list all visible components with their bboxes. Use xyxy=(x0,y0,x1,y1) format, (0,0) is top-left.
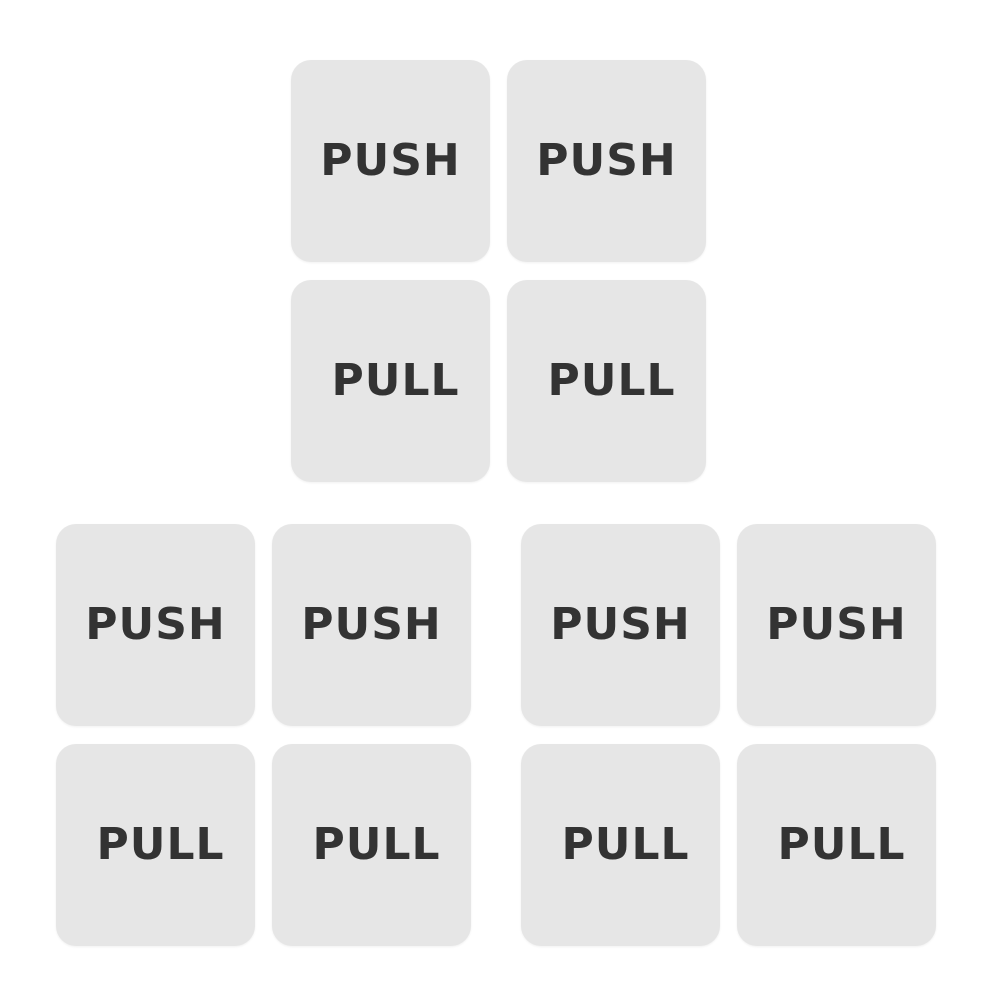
sign-label: PULL xyxy=(96,819,225,870)
sign-label: PULL xyxy=(331,355,460,406)
push-sign: PUSH xyxy=(272,524,471,726)
push-sign: PUSH xyxy=(291,60,490,262)
pull-sign: PULL xyxy=(507,280,706,482)
sign-label: PULL xyxy=(777,819,906,870)
pull-sign: PULL xyxy=(737,744,936,946)
sign-label: PUSH xyxy=(85,599,226,650)
sign-label: PULL xyxy=(547,355,676,406)
push-sign: PUSH xyxy=(56,524,255,726)
push-sign: PUSH xyxy=(521,524,720,726)
sign-label: PUSH xyxy=(320,135,461,186)
push-sign: PUSH xyxy=(737,524,936,726)
sign-label: PUSH xyxy=(301,599,442,650)
pull-sign: PULL xyxy=(56,744,255,946)
push-sign: PUSH xyxy=(507,60,706,262)
sign-label: PUSH xyxy=(550,599,691,650)
sign-label: PUSH xyxy=(766,599,907,650)
sign-label: PUSH xyxy=(536,135,677,186)
pull-sign: PULL xyxy=(291,280,490,482)
pull-sign: PULL xyxy=(521,744,720,946)
sign-label: PULL xyxy=(312,819,441,870)
sign-label: PULL xyxy=(561,819,690,870)
pull-sign: PULL xyxy=(272,744,471,946)
